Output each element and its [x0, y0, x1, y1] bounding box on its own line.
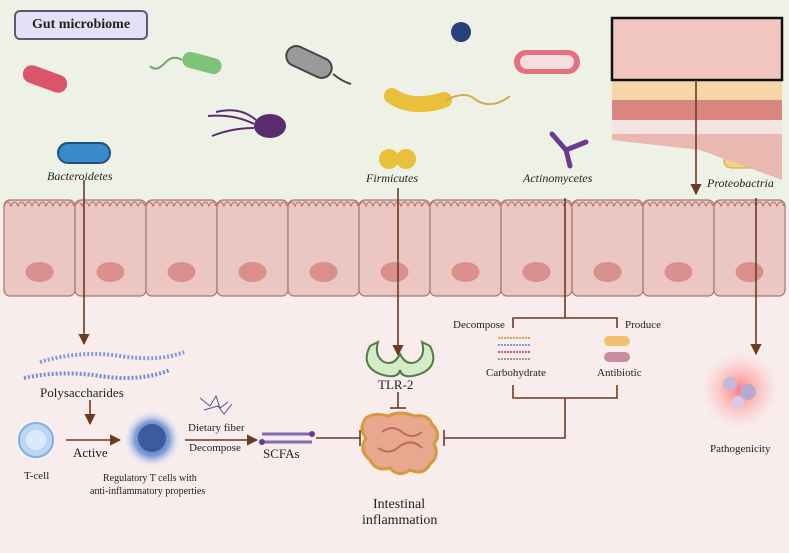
epithelial-cell: [429, 199, 502, 297]
pathogenicity-label: Pathogenicity: [710, 443, 771, 455]
epithelial-cell: [571, 199, 644, 297]
bacterium-purple-flagellate-icon: [207, 109, 286, 138]
carbohydrate-label: Carbohydrate: [486, 367, 546, 379]
scfas-label: SCFAs: [263, 446, 300, 461]
pathogenicity-icon: [702, 352, 778, 428]
epithelial-cell: [74, 199, 147, 297]
epithelial-cell: [287, 199, 360, 297]
produce-label: Produce: [625, 319, 662, 331]
title-box: Gut microbiome: [14, 10, 148, 40]
regulatory-t-cell-icon: [123, 410, 181, 468]
bacterium-yellow-curved-icon: [384, 88, 511, 113]
cell-nucleus: [451, 262, 480, 282]
scfa-molecule-icon: [259, 431, 315, 445]
tlr2-receptor-icon: [365, 340, 435, 378]
decompose-carb-label: Decompose: [453, 319, 505, 331]
epithelial-cell: [3, 199, 76, 297]
cell-nucleus: [735, 262, 764, 282]
tlr2-label: TLR-2: [378, 377, 414, 392]
firmicutes-label: Firmicutes: [366, 171, 418, 185]
bacterium-pink-capsule-icon: [514, 50, 580, 74]
t-cell-icon: [18, 422, 54, 458]
epithelial-cell: [358, 199, 431, 297]
pathway-arrows: [66, 80, 762, 446]
dietary-fiber-icon: [199, 394, 233, 415]
decompose-fiber-label: Decompose: [189, 442, 241, 454]
intestinal-label: Intestinal: [373, 497, 426, 512]
cell-nucleus: [309, 262, 338, 282]
firmicutes-icon: [379, 149, 416, 169]
epithelium: [3, 199, 786, 297]
bacteroidetes-label: Bacteroidetes: [47, 169, 113, 183]
actinomycetes-icon: [549, 131, 589, 169]
epithelial-cell: [145, 199, 218, 297]
epithelial-cell: [713, 199, 786, 297]
epithelial-cell: [500, 199, 573, 297]
title: Gut microbiome: [31, 17, 131, 32]
cell-nucleus: [380, 262, 409, 282]
active-label: Active: [73, 445, 108, 460]
bacterium-blue-coccus-icon: [451, 22, 471, 42]
actinomycetes-label: Actinomycetes: [523, 171, 593, 185]
treg-label: Regulatory T cells with: [103, 473, 197, 484]
t-cell-label: T-cell: [24, 470, 50, 482]
cell-nucleus: [96, 262, 125, 282]
polysaccharides-chain: [23, 350, 185, 380]
bacterium-grey-capsule-icon: [285, 45, 352, 85]
carbohydrate-icon: [498, 337, 530, 360]
intestinal-tissue-block: [610, 16, 784, 180]
bacterium-red-rod-icon: [22, 65, 68, 93]
antibiotic-icon: [604, 336, 630, 362]
tissue-highlight-frame: [610, 16, 784, 82]
polysaccharides-label: Polysaccharides: [40, 385, 124, 400]
antibiotic-label: Antibiotic: [597, 367, 642, 379]
intestine-icon: [360, 411, 439, 475]
cell-nucleus: [238, 262, 267, 282]
treg-label-2: anti-inflammatory properties: [90, 486, 206, 497]
cell-nucleus: [664, 262, 693, 282]
cell-nucleus: [593, 262, 622, 282]
dietary-fiber-label: Dietary fiber: [188, 422, 245, 434]
proteobactria-label: Proteobactria: [707, 176, 774, 190]
epithelial-cell: [216, 199, 289, 297]
cell-nucleus: [522, 262, 551, 282]
bacteroidetes-icon: [57, 142, 111, 164]
bacterium-green-flagellate-icon: [149, 51, 222, 75]
cell-nucleus: [167, 262, 196, 282]
cell-nucleus: [25, 262, 54, 282]
inflammation-label: inflammation: [362, 513, 438, 528]
epithelial-cell: [642, 199, 715, 297]
